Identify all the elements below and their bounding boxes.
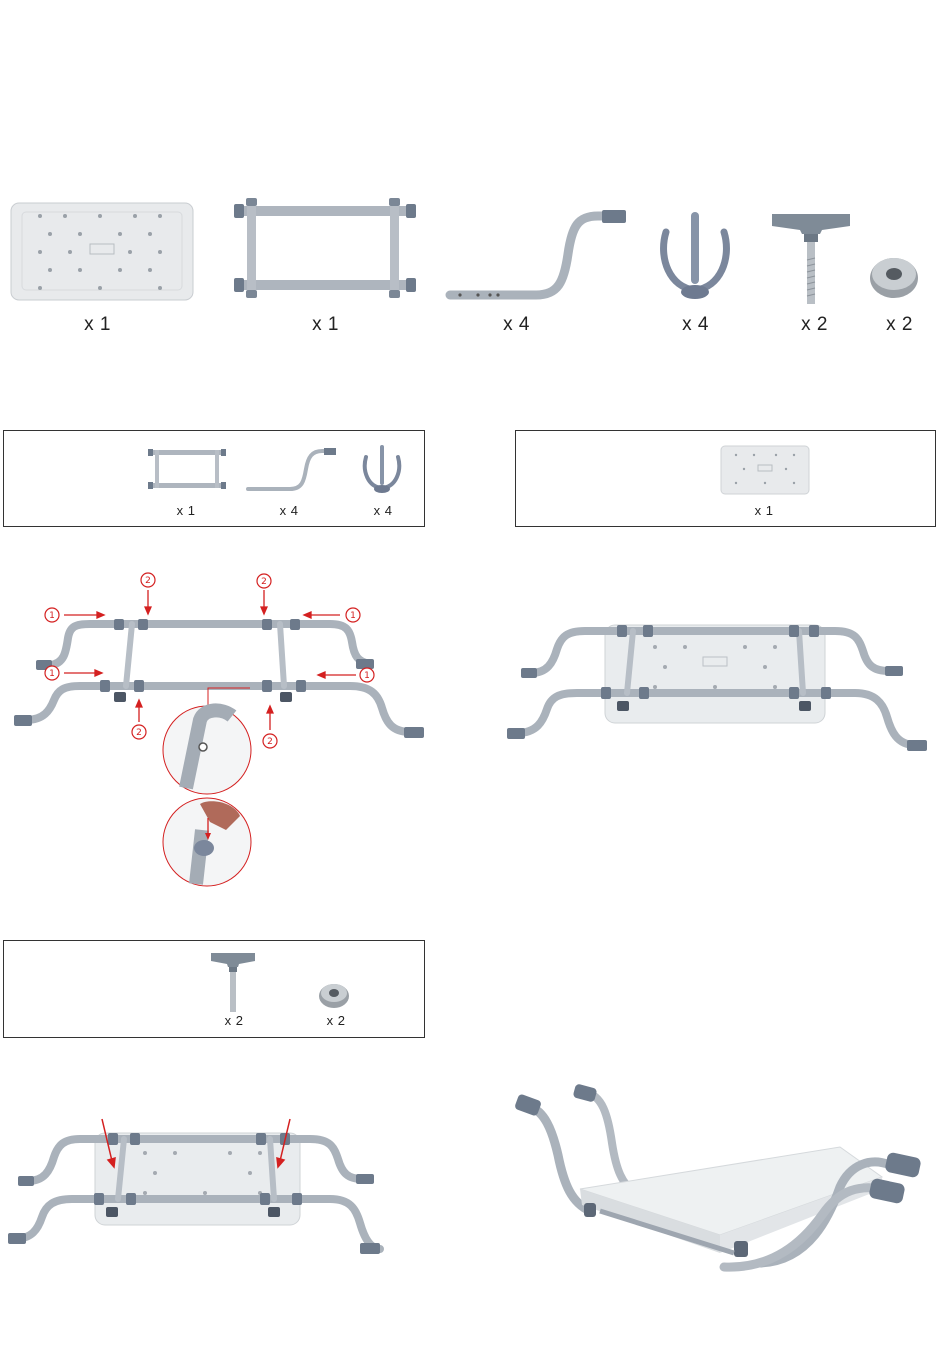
knob-bolt-thumb [209,951,257,1013]
clip-thumb [360,443,404,495]
frame-thumb [147,446,227,492]
step2-parts-box: x 1 [515,430,936,527]
step3-assembly-diagram [0,1115,420,1265]
seat-board-qty: x 1 [70,314,125,336]
step1-parts-box: x 1 x 4 x 4 [3,430,425,527]
knob-bolt-image [770,210,852,306]
callout-2: 2 [261,577,267,587]
callout-1: 1 [350,611,356,621]
step2-assembly-diagram [505,605,935,765]
callout-2: 2 [145,576,151,586]
callout-2: 2 [136,728,142,738]
step1-clip-qty: x 4 [361,503,405,518]
step1-assembly-diagram: 1 1 1 1 2 2 2 2 [0,560,440,890]
frame-image [232,196,418,300]
step3-washer-qty: x 2 [314,1013,358,1028]
step1-arm-qty: x 4 [267,503,311,518]
seat-board-thumb [720,445,810,495]
step3-knob-qty: x 2 [212,1013,256,1028]
arm-tube-thumb [246,445,338,493]
clip-qty: x 4 [668,314,723,336]
clip-image [656,208,734,304]
arm-tube-qty: x 4 [489,314,544,336]
arm-tube-image [446,204,630,304]
seat-board-image [10,202,195,302]
callout-1: 1 [364,671,370,681]
final-product-image [510,1085,940,1285]
washer-qty: x 2 [872,314,927,336]
callout-1: 1 [49,611,55,621]
step1-frame-qty: x 1 [164,503,208,518]
washer-image [868,252,920,300]
washer-thumb [318,981,350,1009]
step3-parts-box: x 2 x 2 [3,940,425,1038]
step2-seat-qty: x 1 [742,503,786,518]
frame-qty: x 1 [298,314,353,336]
callout-2: 2 [267,737,273,747]
callout-1: 1 [49,669,55,679]
knob-bolt-qty: x 2 [787,314,842,336]
